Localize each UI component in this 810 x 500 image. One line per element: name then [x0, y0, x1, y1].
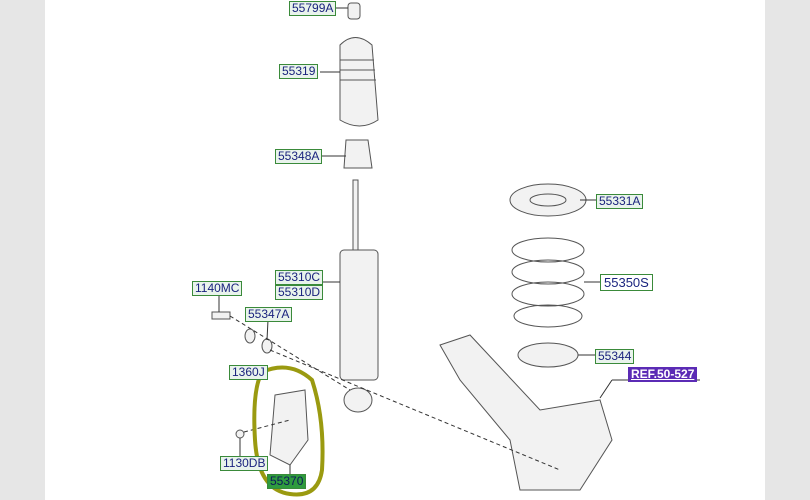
part-55799A	[347, 2, 361, 20]
shock-rod	[352, 179, 359, 251]
label-55319[interactable]: 55319	[279, 64, 319, 79]
part-55319	[339, 37, 379, 127]
label-55331A[interactable]: 55331A	[596, 194, 644, 209]
parts-diagram-sheet: 55799A 55319 55348A 55310C 55310D 1140MC…	[45, 0, 765, 500]
label-1130DB[interactable]: 1130DB	[220, 456, 269, 471]
part-55350S	[511, 237, 585, 328]
part-55370	[269, 389, 309, 466]
part-1140MC	[211, 311, 231, 320]
knuckle-assembly	[439, 334, 613, 491]
highlight-circle	[252, 365, 325, 497]
label-55799A[interactable]: 55799A	[289, 1, 337, 16]
label-55347A[interactable]: 55347A	[245, 307, 293, 322]
label-1360J[interactable]: 1360J	[229, 365, 268, 380]
suspension-exploded-drawing	[211, 2, 700, 497]
part-55310	[339, 249, 379, 381]
label-55350S[interactable]: 55350S	[600, 274, 653, 291]
part-55344	[517, 342, 579, 368]
label-55370[interactable]: 55370	[267, 474, 307, 489]
label-55348A[interactable]: 55348A	[275, 149, 323, 164]
label-1140MC[interactable]: 1140MC	[192, 281, 243, 296]
label-55310C[interactable]: 55310C	[275, 270, 324, 285]
reference-link[interactable]: REF.50-527	[628, 367, 698, 382]
part-55348A	[343, 139, 373, 169]
label-55310D[interactable]: 55310D	[275, 285, 324, 300]
label-55344[interactable]: 55344	[595, 349, 635, 364]
